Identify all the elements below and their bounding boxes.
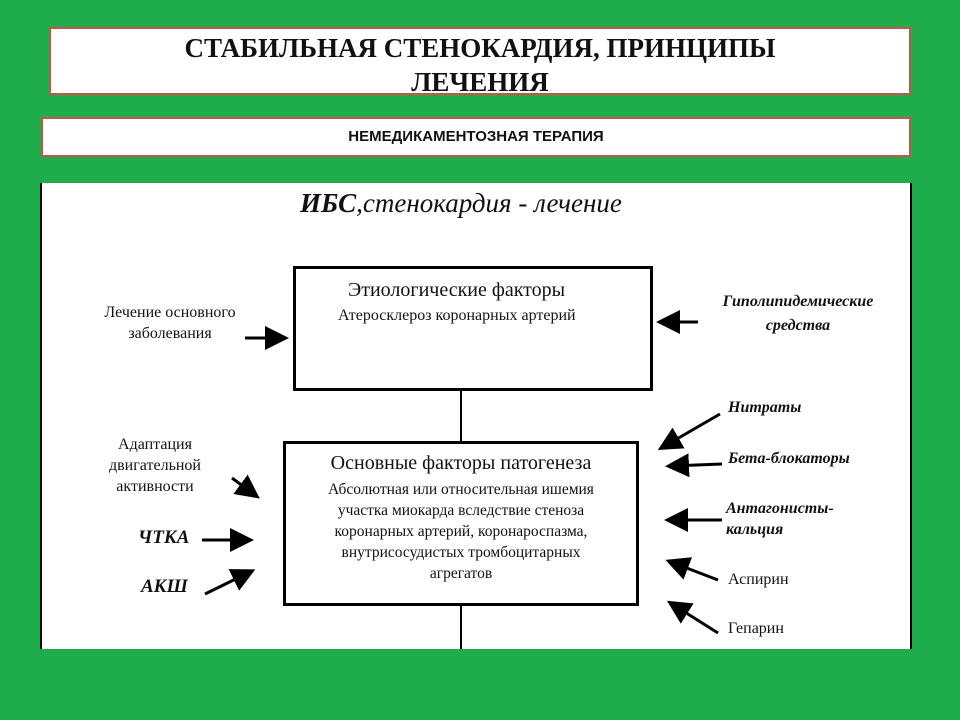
- label-hypolipidemic-line: Гиполипидемические: [722, 293, 874, 310]
- label-activity-line: активности: [116, 478, 194, 495]
- label-beta-blockers: Бета-блокаторы: [728, 450, 850, 467]
- etiology-box: Этиологические факторы Атеросклероз коро…: [293, 266, 653, 391]
- label-hypolipidemic-line: средства: [765, 317, 831, 334]
- arrow-aspirin: [665, 557, 719, 582]
- pathogenesis-title: Основные факторы патогенеза: [330, 452, 592, 474]
- pathogenesis-line: внутрисосудистых тромбоцитарных: [341, 544, 581, 561]
- diagram-heading: ИБС,стенокардия - лечение: [300, 188, 622, 219]
- label-calcium-antagonists: Антагонисты- кальция: [726, 498, 834, 540]
- label-activity: Адаптация двигательной активности: [90, 434, 220, 497]
- pathogenesis-line: участка миокарда вследствие стеноза: [337, 502, 585, 519]
- pathogenesis-line: коронарных артерий, коронароспазма,: [334, 523, 588, 540]
- label-ptca: ЧТКА: [138, 527, 190, 548]
- arrow-beta-blockers: [665, 453, 723, 478]
- subtitle-box: НЕМЕДИКАМЕНТОЗНАЯ ТЕРАПИЯ: [41, 117, 911, 157]
- diagram-heading-bold: ИБС: [300, 188, 357, 218]
- title-line-2: ЛЕЧЕНИЯ: [411, 67, 549, 97]
- label-basic-treatment-line: заболевания: [128, 325, 212, 342]
- label-cabg: АКШ: [141, 576, 188, 597]
- connector-line-bottom: [460, 604, 462, 649]
- label-basic-treatment: Лечение основного заболевания: [80, 302, 260, 344]
- subtitle: НЕМЕДИКАМЕНТОЗНАЯ ТЕРАПИЯ: [348, 128, 604, 145]
- diagram-heading-rest: ,стенокардия - лечение: [356, 188, 622, 218]
- etiology-title: Этиологические факторы: [348, 279, 566, 301]
- pathogenesis-line: Абсолютная или относительная ишемия: [328, 481, 594, 498]
- label-heparin: Гепарин: [728, 620, 784, 637]
- label-calcium-antagonists-line: Антагонисты-: [726, 500, 834, 517]
- title-line-1: СТАБИЛЬНАЯ СТЕНОКАРДИЯ, ПРИНЦИПЫ: [184, 33, 776, 63]
- arrow-nitrates: [657, 412, 721, 451]
- connector-line-top: [460, 390, 462, 442]
- pathogenesis-box: Основные факторы патогенеза Абсолютная и…: [283, 441, 639, 606]
- label-hypolipidemic: Гиполипидемические средства: [708, 290, 888, 338]
- title-box: СТАБИЛЬНАЯ СТЕНОКАРДИЯ, ПРИНЦИПЫ ЛЕЧЕНИЯ: [49, 27, 911, 97]
- diagram-panel-frame: [40, 183, 912, 649]
- etiology-text: Атеросклероз коронарных артерий: [338, 307, 576, 324]
- pathogenesis-line: агрегатов: [429, 565, 493, 582]
- label-activity-line: двигательной: [108, 457, 201, 474]
- arrow-cabg: [204, 569, 256, 596]
- arrow-activity: [231, 474, 260, 499]
- arrow-heparin: [666, 600, 719, 635]
- label-activity-line: Адаптация: [118, 436, 192, 453]
- label-calcium-antagonists-line: кальция: [726, 521, 784, 538]
- label-nitrates: Нитраты: [728, 399, 802, 416]
- label-basic-treatment-line: Лечение основного: [104, 304, 236, 321]
- label-aspirin: Аспирин: [728, 571, 789, 588]
